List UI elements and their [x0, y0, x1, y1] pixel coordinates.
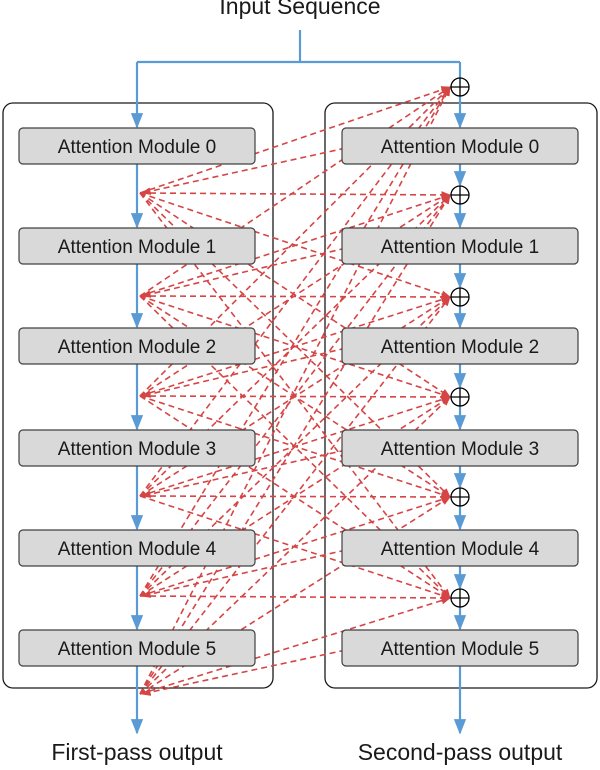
reverse-link-2	[141, 345, 356, 398]
right-module-box-4	[341, 529, 579, 567]
flow-arrows	[130, 30, 467, 735]
right-attention-module-0: Attention Module 0	[341, 127, 579, 165]
cross-link-5-to-sum-0	[139, 86, 451, 695]
right-attention-module-1: Attention Module 1	[341, 227, 579, 265]
left-module-label-0: Attention Module 0	[58, 137, 216, 158]
left-module-box-4	[18, 529, 256, 567]
sum-node-0	[450, 77, 470, 97]
left-attention-module-4: Attention Module 4	[18, 529, 256, 567]
right-module-label-1: Attention Module 1	[381, 237, 539, 258]
left-attention-module-2: Attention Module 2	[18, 327, 256, 365]
left-attention-module-0: Attention Module 0	[18, 127, 256, 165]
right-attention-module-5: Attention Module 5	[341, 629, 579, 667]
left-module-box-3	[18, 429, 256, 467]
left-module-label-4: Attention Module 4	[58, 539, 217, 560]
cross-link-5-to-sum-5	[139, 596, 451, 695]
cross-link-5-to-sum-1	[139, 194, 451, 695]
cross-link-1-to-sum-1	[139, 194, 451, 297]
right-module-label-2: Attention Module 2	[381, 337, 539, 358]
left-attention-module-3: Attention Module 3	[18, 429, 256, 467]
left-module-label-2: Attention Module 2	[58, 337, 216, 358]
reverse-link-5	[141, 647, 356, 696]
reverse-link-1	[141, 245, 356, 298]
left-module-box-5	[18, 629, 256, 667]
right-module-box-1	[341, 227, 579, 265]
sum-node-1	[450, 185, 470, 205]
sum-nodes	[450, 77, 470, 608]
sum-node-5	[450, 588, 470, 608]
left-attention-module-5: Attention Module 5	[18, 629, 256, 667]
cross-link-0-to-sum-0	[139, 86, 451, 194]
input-sequence-label: Input Sequence	[219, 0, 380, 19]
sum-node-4	[450, 487, 470, 507]
right-attention-module-3: Attention Module 3	[341, 429, 579, 467]
right-module-box-5	[341, 629, 579, 667]
right-module-box-2	[341, 327, 579, 365]
reverse-link-4	[141, 547, 356, 598]
cross-link-3-to-sum-0	[139, 86, 451, 497]
cross-connections	[139, 86, 451, 696]
sum-node-2	[450, 287, 470, 307]
right-module-box-0	[341, 127, 579, 165]
left-module-label-1: Attention Module 1	[58, 237, 216, 258]
sum-node-3	[450, 387, 470, 407]
right-attention-module-4: Attention Module 4	[341, 529, 579, 567]
right-module-label-0: Attention Module 0	[381, 137, 539, 158]
cross-link-1-to-sum-0	[139, 86, 451, 297]
left-module-label-3: Attention Module 3	[58, 439, 216, 460]
right-module-label-5: Attention Module 5	[381, 639, 539, 660]
left-module-label-5: Attention Module 5	[58, 639, 216, 660]
right-module-label-3: Attention Module 3	[381, 439, 539, 460]
left-module-box-2	[18, 327, 256, 365]
second-pass-output-label: Second-pass output	[358, 739, 563, 765]
right-module-box-3	[341, 429, 579, 467]
left-attention-module-1: Attention Module 1	[18, 227, 256, 265]
modules: Attention Module 0 Attention Module 0 Atte…	[18, 127, 579, 667]
cross-link-4-to-sum-5	[139, 594, 451, 602]
left-module-box-1	[18, 227, 256, 265]
cross-link-0-to-sum-1	[139, 191, 451, 199]
reverse-link-3	[141, 447, 356, 498]
cross-link-1-to-sum-2	[139, 293, 451, 301]
right-attention-module-2: Attention Module 2	[341, 327, 579, 365]
first-pass-output-label: First-pass output	[51, 739, 223, 765]
right-module-label-4: Attention Module 4	[381, 539, 540, 560]
reverse-link-0	[141, 145, 356, 195]
cross-link-5-to-sum-2	[139, 296, 451, 695]
left-module-box-0	[18, 127, 256, 165]
